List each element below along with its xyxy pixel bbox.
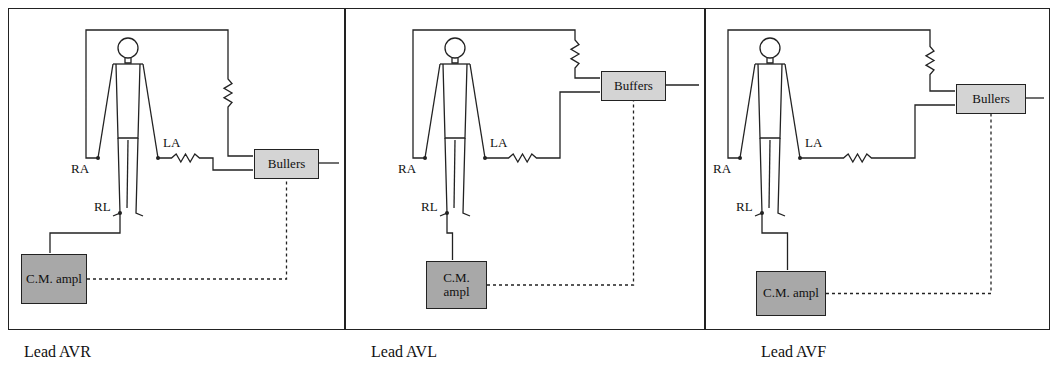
human-figure [116,64,140,138]
feedback-wire [487,101,634,285]
output-wire [1025,97,1044,98]
human-figure [755,63,785,64]
electrode-dot [118,211,122,215]
human-figure [143,64,158,158]
human-figure [443,64,467,138]
human-figure [785,64,800,158]
lead-illustration [50,30,339,253]
figure-head [118,38,138,58]
buffer-box: Bullers [956,84,1026,114]
electrode-label: LA [162,136,181,150]
ground-wire [762,213,788,270]
human-figure [769,140,770,208]
figure-head [760,38,780,58]
electrode-label: RL [735,200,754,214]
human-figure [425,64,440,158]
buffer-box: Buffers [601,71,666,101]
electrode-label: RA [712,162,732,176]
resistor-wire [86,30,253,158]
human-figure [454,140,455,208]
box-label: C.M. ampl [427,271,486,300]
ground-wire [50,213,120,253]
ground-wire [447,213,453,260]
output-wire [665,84,699,85]
resistor-wire [800,105,955,162]
feedback-wire [826,114,991,294]
box-label: Buffers [611,79,656,93]
human-figure [778,138,785,216]
figure-head [445,38,465,58]
feedback-wire [87,179,287,279]
resistor-wire [728,30,955,158]
electrode-dot [445,211,449,215]
human-figure [470,64,485,158]
electrode-dot [760,211,764,215]
electrode-dot [738,156,742,160]
electrode-label: RA [397,162,417,176]
human-figure [463,138,470,216]
human-figure [758,64,782,138]
electrode-label: LA [804,136,823,150]
buffer-box: Bullers [254,149,319,179]
resistor-wire [158,154,253,170]
human-figure [755,138,762,216]
lead-illustration [413,30,699,260]
electrode-label: RL [420,200,439,214]
amplifier-box: C.M. ampl [426,261,487,309]
amplifier-box: C.M. ampl [21,254,87,304]
human-figure [98,64,113,158]
human-figure [440,138,447,216]
human-figure [452,58,458,63]
human-figure [740,64,755,158]
lead-panel: Lead AVFBullersC.M. ampl [705,8,1050,330]
lead-illustration [728,30,1044,270]
box-label: Bullers [265,157,309,171]
electrode-label: RA [70,162,90,176]
electrode-label: LA [489,136,508,150]
human-figure [440,63,470,64]
human-figure [113,63,143,64]
human-figure [127,140,128,208]
amplifier-box: C.M. ampl [756,271,826,316]
output-wire [318,162,339,163]
human-figure [136,138,143,216]
electrode-dot [96,156,100,160]
box-label: Bullers [969,92,1013,106]
human-figure [125,58,131,63]
box-label: C.M. ampl [23,272,85,286]
electrode-dot [423,156,427,160]
lead-caption: Lead AVF [761,343,826,361]
resistor-wire [413,30,600,158]
lead-caption: Lead AVL [371,343,437,361]
electrode-dot [483,156,487,160]
human-figure [767,58,773,63]
box-label: C.M. ampl [760,286,822,300]
lead-panel: Lead AVRBullersC.M. ampl [8,8,345,330]
electrode-label: RL [93,200,112,214]
electrode-dot [798,156,802,160]
electrode-dot [156,156,160,160]
resistor-wire [485,92,600,162]
human-figure [113,138,120,216]
lead-caption: Lead AVR [24,343,91,361]
